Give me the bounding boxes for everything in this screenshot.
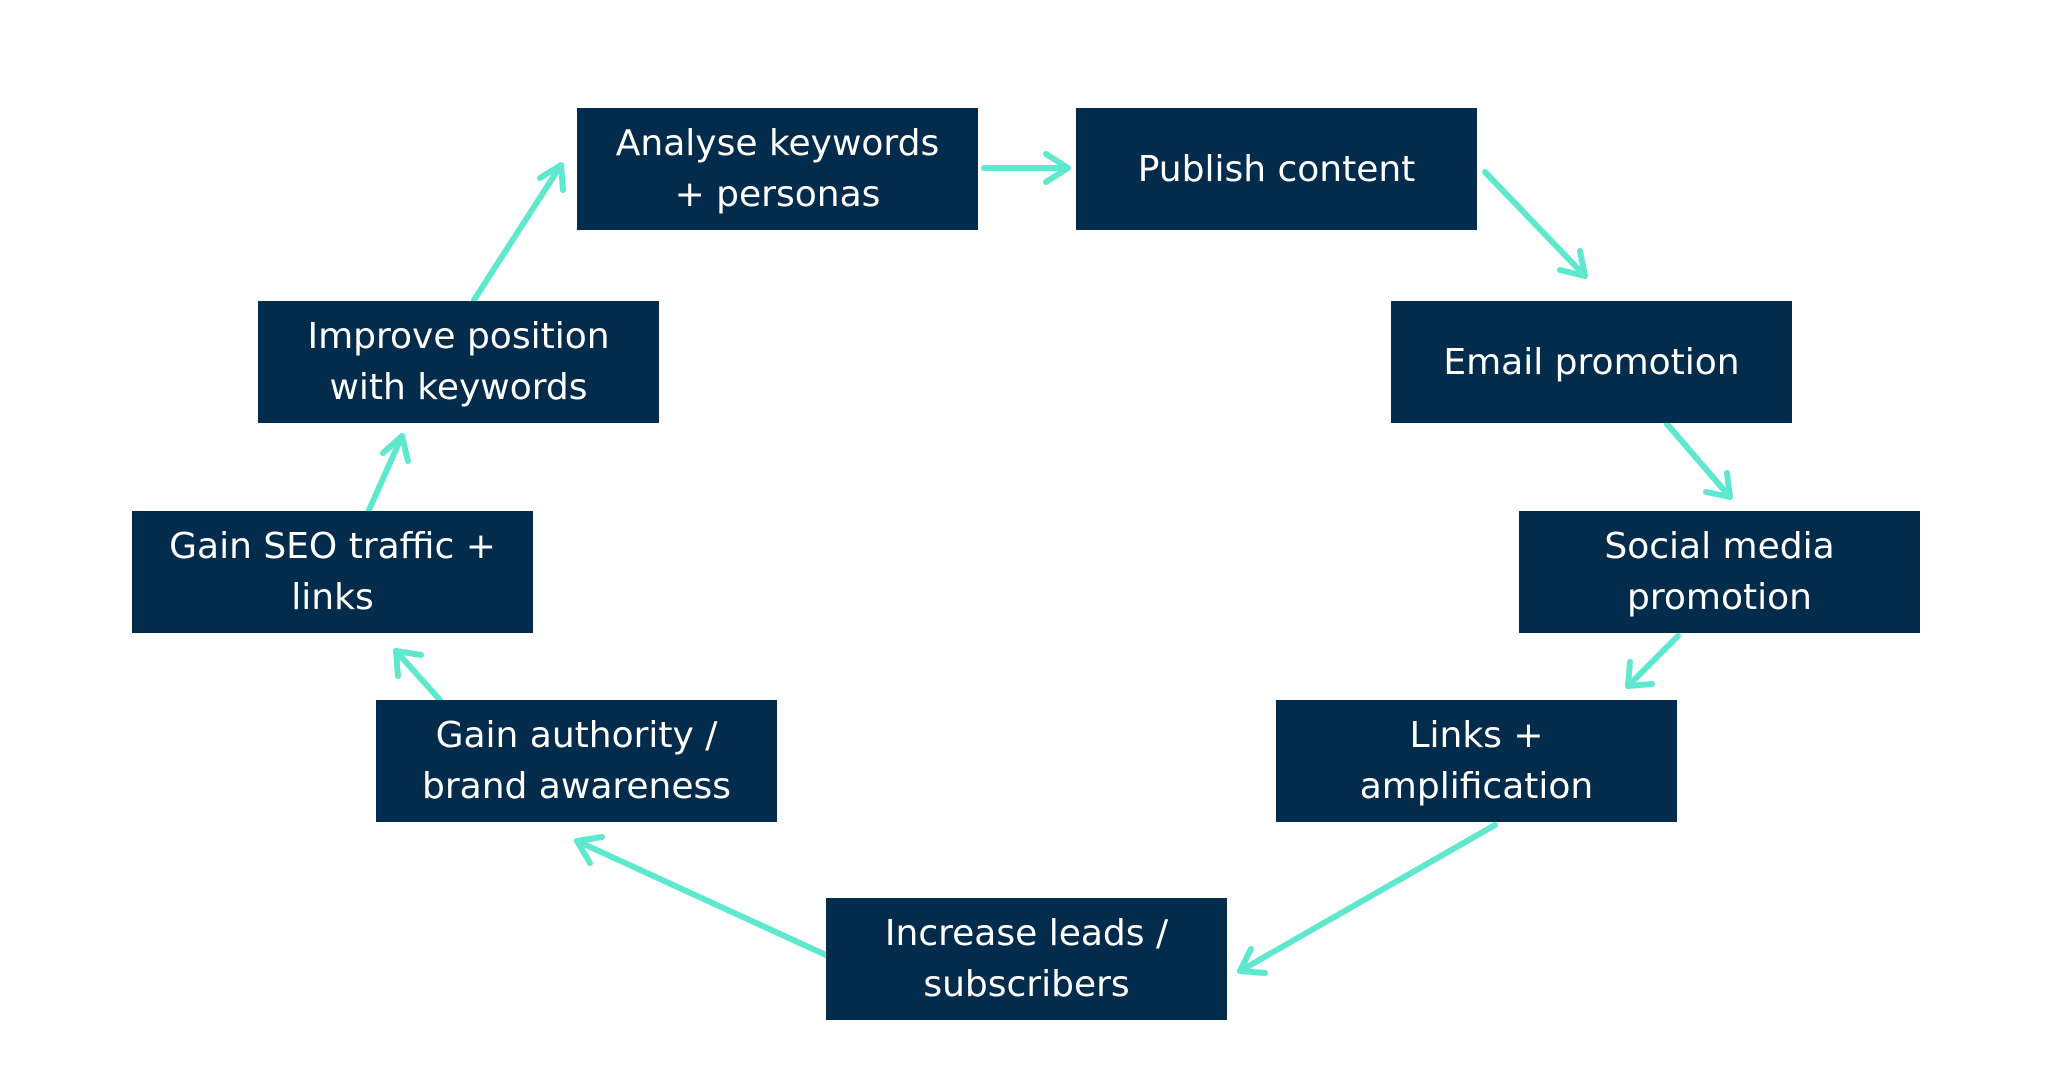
node-improve-position: Improve position with keywords bbox=[258, 301, 659, 423]
node-links-amplification: Links + amplification bbox=[1276, 700, 1677, 822]
node-label-line: promotion bbox=[1627, 577, 1812, 618]
arrow-links-to-leads bbox=[1237, 822, 1498, 976]
node-label-line: brand awareness bbox=[421, 766, 732, 807]
arrow-leads-to-authority bbox=[574, 834, 829, 958]
node-label-line: Increase leads / bbox=[884, 913, 1169, 954]
node-increase-leads: Increase leads / subscribers bbox=[826, 898, 1227, 1020]
node-label-line: subscribers bbox=[923, 964, 1130, 1005]
node-social-media-promotion: Social media promotion bbox=[1519, 511, 1920, 633]
node-label-line: Publish content bbox=[1137, 148, 1416, 190]
node-label-line: amplification bbox=[1359, 766, 1594, 807]
node-analyse-keywords: Analyse keywords + personas bbox=[577, 108, 978, 230]
node-email-promotion: Email promotion bbox=[1391, 301, 1792, 423]
arrow-social-to-links bbox=[1625, 633, 1681, 689]
node-gain-authority: Gain authority / brand awareness bbox=[376, 700, 777, 822]
node-label-line: with keywords bbox=[329, 367, 588, 408]
node-publish-content: Publish content bbox=[1076, 108, 1477, 230]
arrow-publish-to-email bbox=[1482, 169, 1588, 279]
arrow-authority-to-seo bbox=[393, 648, 443, 703]
node-label-line: + personas bbox=[674, 174, 881, 215]
arrow-improve-to-analyse bbox=[471, 162, 566, 303]
node-label-line: links bbox=[291, 577, 374, 618]
node-label-line: Gain SEO traffic + bbox=[169, 526, 496, 567]
node-label-line: Improve position bbox=[307, 316, 610, 357]
node-label-line: Email promotion bbox=[1443, 341, 1740, 383]
node-label-line: Analyse keywords bbox=[615, 123, 940, 164]
node-label-line: Links + bbox=[1409, 715, 1544, 756]
arrow-analyse-to-publish bbox=[981, 151, 1071, 185]
node-label-line: Gain authority / bbox=[435, 715, 718, 756]
node-label-line: Social media bbox=[1604, 526, 1835, 567]
node-gain-seo-traffic: Gain SEO traffic + links bbox=[132, 511, 533, 633]
arrow-seo-to-improve bbox=[366, 433, 411, 513]
arrow-email-to-social bbox=[1664, 421, 1733, 500]
